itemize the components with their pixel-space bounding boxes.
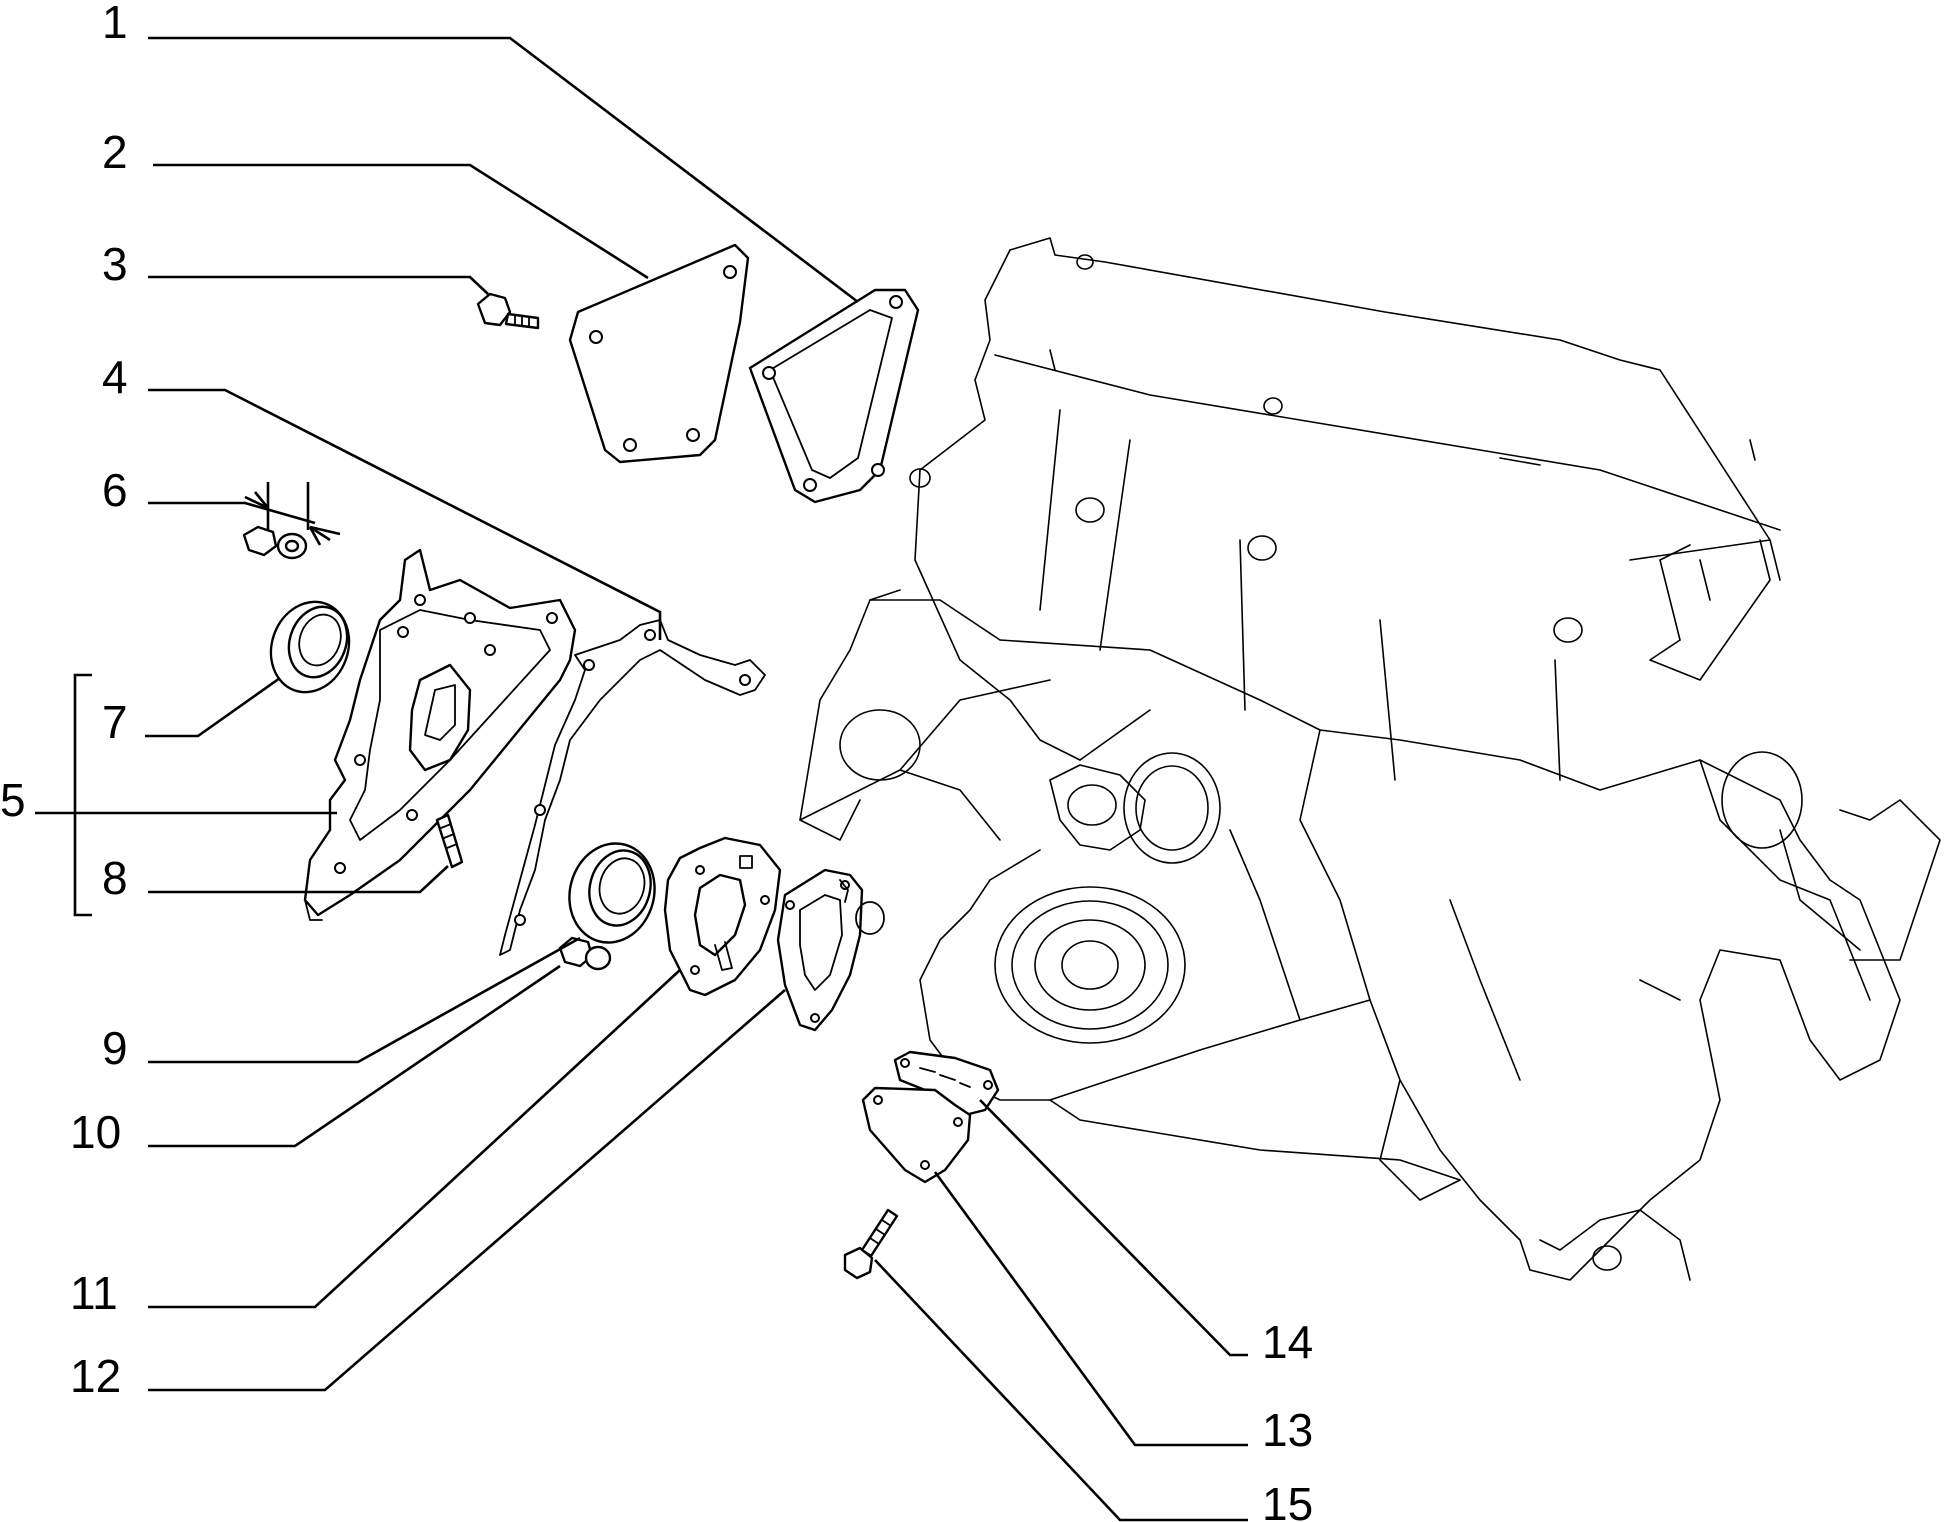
callout-12: 12	[70, 1350, 121, 1402]
callout-2: 2	[102, 126, 128, 178]
callout-labels: 1 2 3 4 5 6 7 8 9 10 11 12 14 13 15	[0, 0, 1313, 1522]
part-6-nut-washer	[242, 525, 308, 560]
callout-9: 9	[102, 1022, 128, 1074]
callout-14: 14	[1262, 1316, 1313, 1368]
part-2-cover-plate	[568, 243, 750, 464]
part-8-dowel-pin	[435, 813, 464, 869]
part-7-oil-seal	[269, 600, 351, 694]
callout-4: 4	[102, 351, 128, 403]
callout-1: 1	[102, 0, 128, 48]
part-14-gasket	[893, 1050, 1000, 1117]
callout-6: 6	[102, 464, 128, 516]
callout-11: 11	[70, 1267, 118, 1319]
callout-15: 15	[1262, 1478, 1313, 1522]
part-4-gasket	[499, 619, 766, 956]
part-13-cover-plate	[861, 1086, 972, 1184]
callout-7: 7	[102, 696, 128, 748]
callout-10: 10	[70, 1106, 121, 1158]
part-11-oil-pump-body	[663, 836, 782, 997]
part-3-bolt	[476, 292, 540, 330]
callout-5: 5	[0, 774, 26, 826]
part-5-front-cover	[303, 548, 577, 921]
callout-8: 8	[102, 852, 128, 904]
engine-block	[799, 237, 1941, 1281]
leader-lines	[35, 36, 1248, 1522]
callout-3: 3	[102, 238, 128, 290]
part-1-gasket	[748, 288, 920, 504]
part-10-oil-seal	[568, 842, 656, 944]
part-12-pump-gasket	[776, 868, 885, 1032]
callout-13: 13	[1262, 1404, 1313, 1456]
part-15-bolt	[843, 1208, 899, 1280]
